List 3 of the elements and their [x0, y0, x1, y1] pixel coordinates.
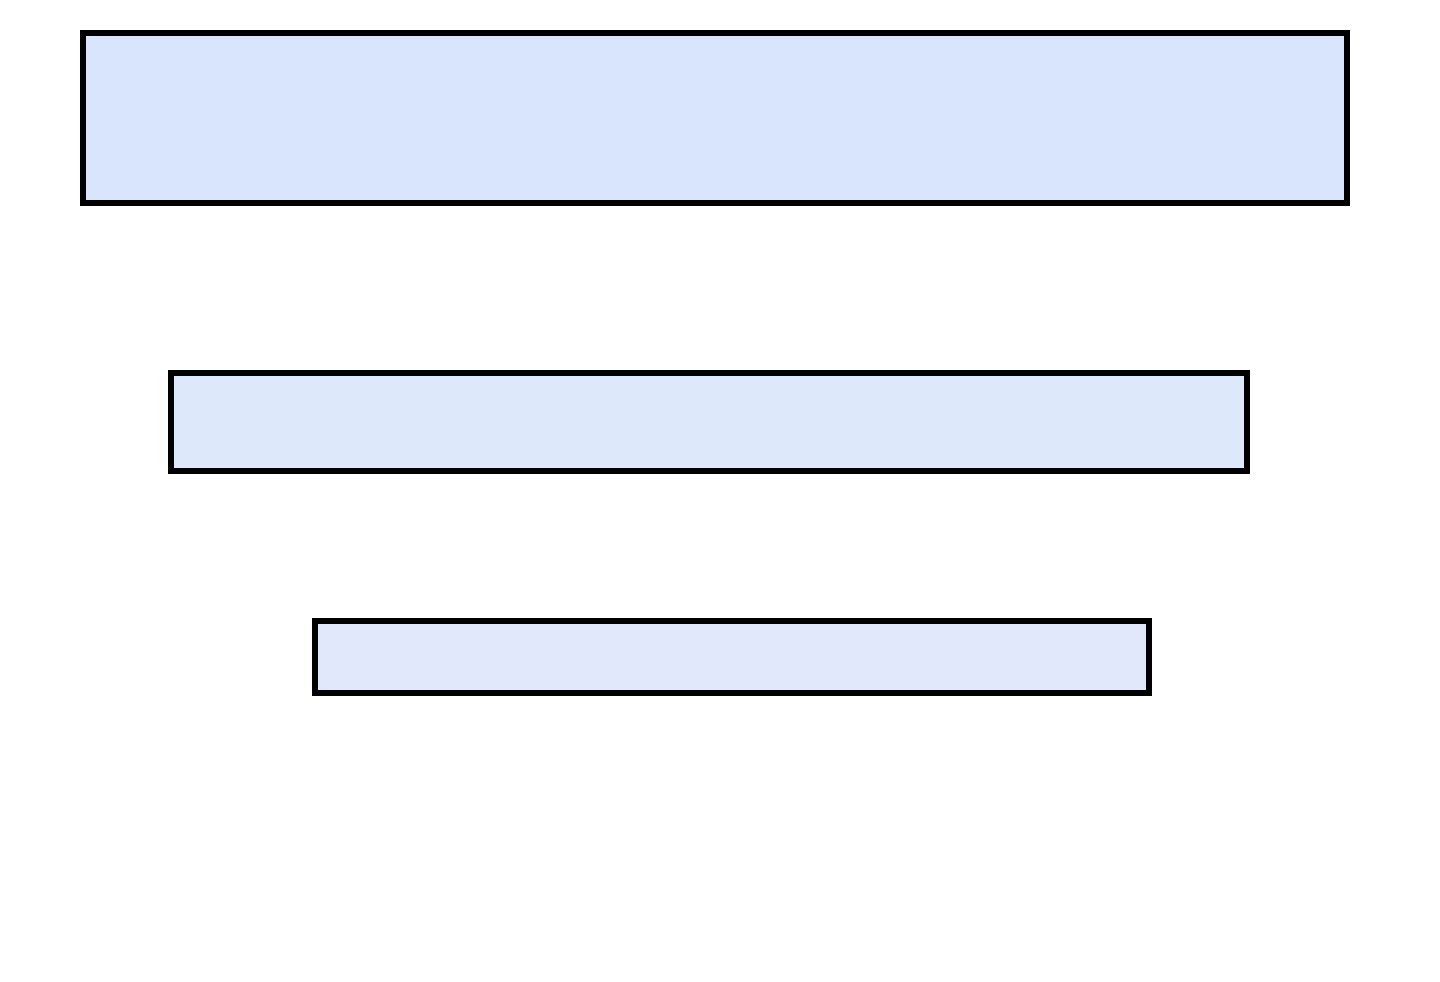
empty-bar — [80, 30, 1350, 206]
empty-bar — [168, 370, 1250, 474]
empty-bar — [312, 618, 1152, 696]
